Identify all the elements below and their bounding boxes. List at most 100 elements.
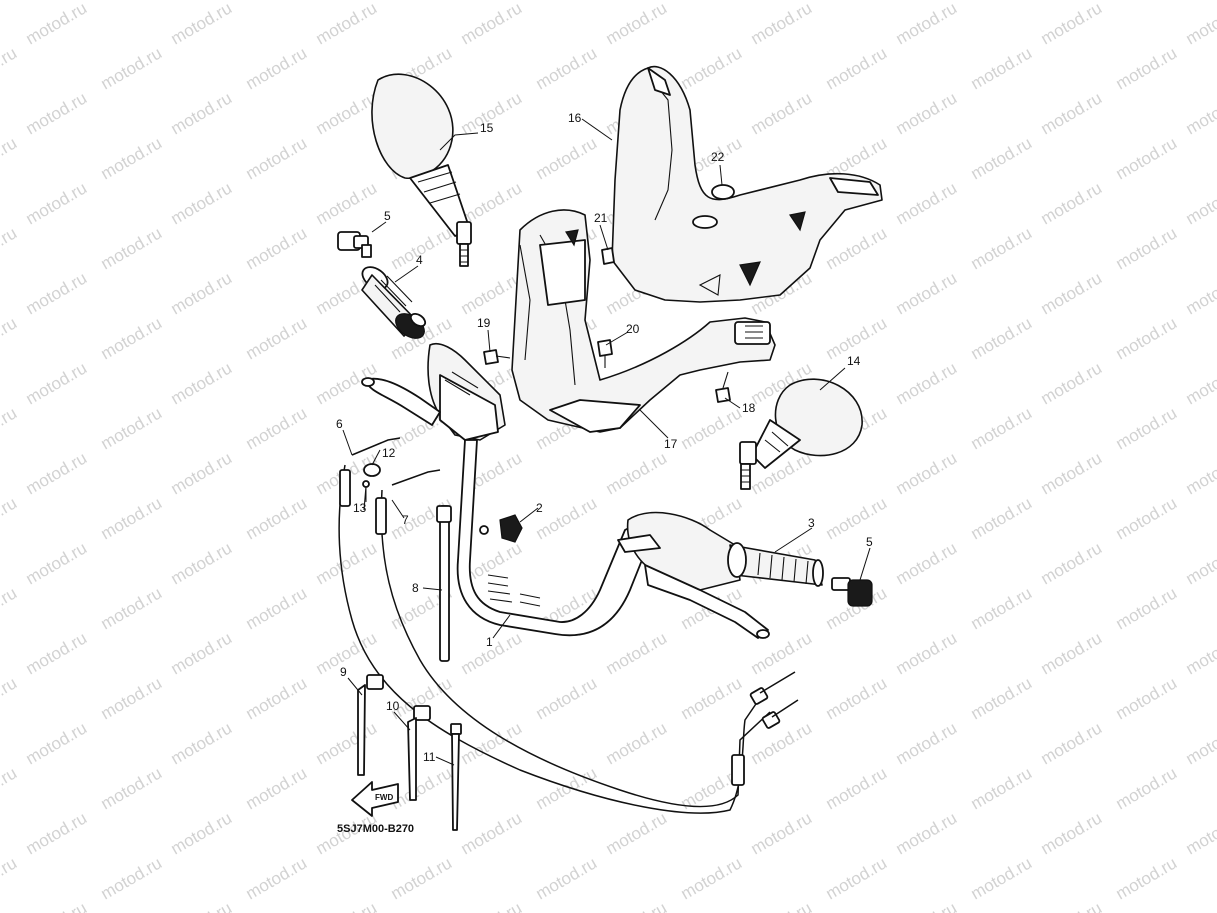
- leader-lines: [342, 118, 871, 766]
- watermark-text: motod.ru: [23, 178, 91, 228]
- watermark-text: motod.ru: [23, 808, 91, 858]
- fwd-label: FWD: [375, 793, 393, 802]
- watermark-text: motod.ru: [968, 403, 1036, 453]
- callout-3: 3: [808, 516, 815, 530]
- watermark-text: motod.ru: [678, 853, 746, 903]
- handlebar: [456, 439, 651, 637]
- watermark-text: motod.ru: [1038, 358, 1106, 408]
- watermark-text: motod.ru: [748, 898, 816, 913]
- right-bar-end: [831, 577, 873, 607]
- front-handlebar-cover: [611, 65, 883, 303]
- callout-9: 9: [340, 665, 347, 679]
- watermark-text: motod.ru: [603, 0, 671, 48]
- watermark-text: motod.ru: [458, 808, 526, 858]
- watermark-text: motod.ru: [0, 583, 20, 633]
- watermark-text: motod.ru: [168, 718, 236, 768]
- watermark-text: motod.ru: [678, 673, 746, 723]
- watermark-text: motod.ru: [893, 898, 961, 913]
- watermark-text: motod.ru: [678, 0, 746, 3]
- watermark-text: motod.ru: [1038, 268, 1106, 318]
- left-lever-assembly: [361, 342, 506, 441]
- screws: [483, 247, 731, 403]
- watermark-text: motod.ru: [98, 493, 166, 543]
- callout-20: 20: [626, 322, 640, 336]
- watermark-text: motod.ru: [1038, 448, 1106, 498]
- rear-handlebar-cover: [511, 209, 776, 433]
- watermark-text: motod.ru: [968, 853, 1036, 903]
- callout-14: 14: [847, 354, 861, 368]
- fwd-arrow-icon: FWD: [351, 781, 399, 817]
- watermark-text: motod.ru: [968, 133, 1036, 183]
- watermark-text: motod.ru: [1113, 223, 1181, 273]
- watermark-text: motod.ru: [1183, 718, 1217, 768]
- watermark-text: motod.ru: [243, 133, 311, 183]
- watermark-text: motod.ru: [1038, 898, 1106, 913]
- watermark-text: motod.ru: [23, 628, 91, 678]
- throttle-cables: [338, 437, 799, 814]
- watermark-text: motod.ru: [313, 88, 381, 138]
- callout-5-right: 5: [866, 535, 873, 549]
- watermark-text: motod.ru: [1183, 628, 1217, 678]
- watermark-text: motod.ru: [823, 43, 891, 93]
- watermark-text: motod.ru: [823, 853, 891, 903]
- watermark-text: motod.ru: [23, 898, 91, 913]
- watermark-text: motod.ru: [313, 898, 381, 913]
- watermark-text: motod.ru: [168, 538, 236, 588]
- watermark-text: motod.ru: [748, 0, 816, 48]
- callout-13: 13: [353, 501, 367, 515]
- watermark-text: motod.ru: [1183, 898, 1217, 913]
- watermark-text: motod.ru: [98, 43, 166, 93]
- watermark-text: motod.ru: [968, 763, 1036, 813]
- watermark-text: motod.ru: [968, 313, 1036, 363]
- callout-4: 4: [416, 253, 423, 267]
- watermark-text: motod.ru: [603, 628, 671, 678]
- callout-6: 6: [336, 417, 343, 431]
- watermark-text: motod.ru: [23, 718, 91, 768]
- watermark-text: motod.ru: [893, 538, 961, 588]
- watermark-text: motod.ru: [243, 43, 311, 93]
- watermark-text: motod.ru: [243, 763, 311, 813]
- watermark-text: motod.ru: [458, 718, 526, 768]
- watermark-text: motod.ru: [458, 0, 526, 48]
- watermark-text: motod.ru: [168, 898, 236, 913]
- watermark-text: motod.ru: [313, 538, 381, 588]
- watermark-text: motod.ru: [1183, 538, 1217, 588]
- callout-12: 12: [382, 446, 396, 460]
- watermark-text: motod.ru: [893, 628, 961, 678]
- watermark-text: motod.ru: [23, 538, 91, 588]
- watermark-text: motod.ru: [533, 43, 601, 93]
- watermark-text: motod.ru: [968, 223, 1036, 273]
- watermark-text: motod.ru: [968, 583, 1036, 633]
- left-mirror: [371, 73, 472, 267]
- watermark-text: motod.ru: [168, 358, 236, 408]
- watermark-text: motod.ru: [98, 313, 166, 363]
- watermark-text: motod.ru: [893, 0, 961, 48]
- watermark-text: motod.ru: [748, 718, 816, 768]
- watermark-text: motod.ru: [893, 268, 961, 318]
- watermark-text: motod.ru: [1183, 808, 1217, 858]
- watermark-text: motod.ru: [893, 718, 961, 768]
- watermark-text: motod.ru: [823, 0, 891, 3]
- watermark-text: motod.ru: [678, 43, 746, 93]
- cable-ties: [357, 674, 462, 831]
- watermark-text: motod.ru: [1038, 808, 1106, 858]
- handlebar-clamp: [479, 514, 523, 543]
- watermark-text: motod.ru: [1038, 178, 1106, 228]
- watermark-text: motod.ru: [98, 853, 166, 903]
- watermark-text: motod.ru: [1113, 763, 1181, 813]
- right-grip: [727, 542, 824, 587]
- watermark-text: motod.ru: [23, 0, 91, 48]
- watermark-text: motod.ru: [823, 223, 891, 273]
- watermark-text: motod.ru: [23, 88, 91, 138]
- watermark-text: motod.ru: [1113, 493, 1181, 543]
- watermark-text: motod.ru: [893, 448, 961, 498]
- watermark-text: motod.ru: [168, 0, 236, 48]
- watermark-text: motod.ru: [1038, 718, 1106, 768]
- watermark-text: motod.ru: [1113, 0, 1181, 3]
- watermark-text: motod.ru: [968, 0, 1036, 3]
- right-mirror: [739, 378, 863, 490]
- watermark-text: motod.ru: [1113, 673, 1181, 723]
- watermark-text: motod.ru: [748, 88, 816, 138]
- watermark-text: motod.ru: [0, 223, 20, 273]
